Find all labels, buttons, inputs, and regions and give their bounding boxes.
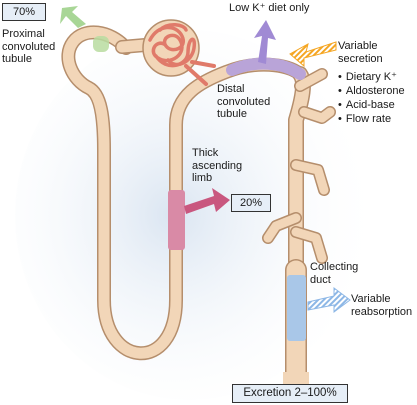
collecting-duct-label: Collecting duct [310,261,359,286]
proximal-reabsorption-segment [93,36,109,52]
variable-reabsorption-label: Variable reabsorption [351,293,413,318]
low-k-diet-label: Low K⁺ diet only [229,2,310,14]
factor-item: Acid-base [338,98,405,112]
variable-secretion-label: Variable secretion [338,40,383,65]
green-reabsorption-arrow [60,6,86,28]
factor-item: Dietary K⁺ [338,70,405,84]
glomerulus [142,19,216,86]
pink-reabsorption-arrow [184,188,230,214]
thick-limb-percent-box: 20% [231,194,271,212]
proximal-tubule [62,26,306,359]
excretion-box: Excretion 2–100% [232,384,348,403]
proximal-tubule-label: Proximal convoluted tubule [2,28,56,65]
thick-limb-segment [168,190,185,250]
distal-tubule-label: Distal convoluted tubule [217,83,271,120]
factor-item: Flow rate [338,112,405,126]
secretion-factors-list: Dietary K⁺ Aldosterone Acid-base Flow ra… [338,70,405,126]
collecting-segment [287,275,306,341]
factor-item: Aldosterone [338,84,405,98]
collecting-duct-base [283,372,309,386]
tubule [61,25,336,389]
variable-secretion-arrow [289,41,337,68]
variable-reabsorption-arrow [307,287,351,313]
thick-limb-label: Thick ascending limb [192,147,243,184]
proximal-percent-box: 70% [2,3,46,21]
purple-reabsorption-arrow [254,20,276,64]
distal-segment [226,57,306,80]
